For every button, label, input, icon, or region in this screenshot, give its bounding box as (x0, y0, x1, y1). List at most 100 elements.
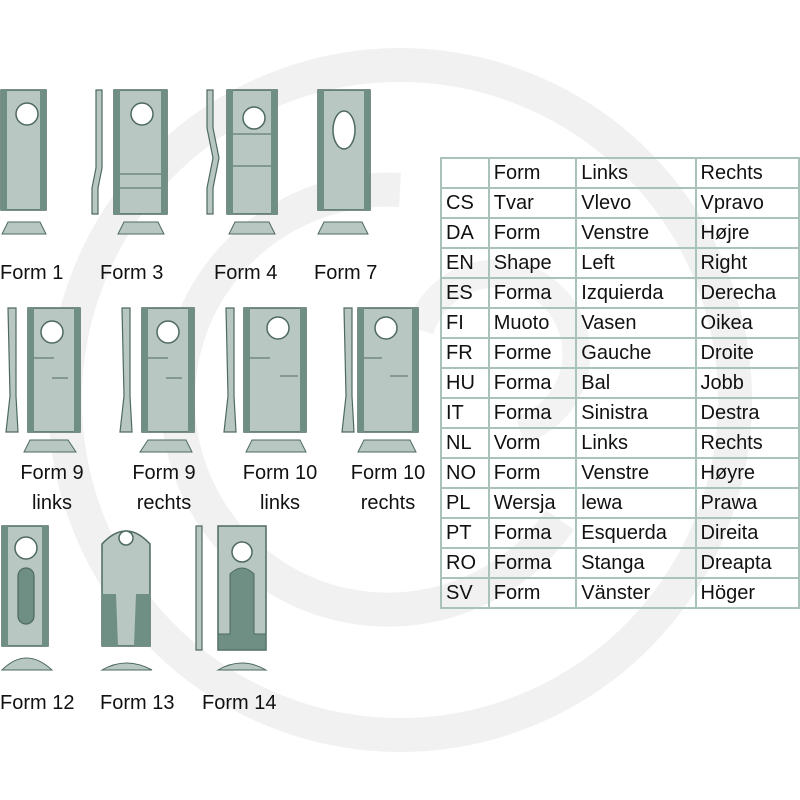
table-cell: Left (575, 247, 697, 279)
table-cell: PL (440, 487, 490, 519)
table-cell: Stanga (575, 547, 697, 579)
table-cell: Oikea (694, 307, 800, 339)
table-cell: Droite (694, 337, 800, 369)
table-cell: Forma (487, 367, 578, 399)
table-cell: DA (440, 217, 490, 249)
header-cell-form: Form (487, 157, 578, 189)
table-cell: Links (575, 427, 697, 459)
table-cell: Höger (694, 577, 800, 609)
table-cell: lewa (575, 487, 697, 519)
header-cell-links: Links (575, 157, 697, 189)
blade-form-4 (206, 89, 278, 235)
table-cell: Muoto (487, 307, 578, 339)
table-cell: Højre (694, 217, 800, 249)
caption-form-3: Form 3 (100, 262, 164, 284)
table-cell: Direita (694, 517, 800, 549)
table-cell: Derecha (694, 277, 800, 309)
table-cell: Shape (487, 247, 578, 279)
table-cell: NL (440, 427, 490, 459)
blade-form-7 (317, 89, 371, 235)
table-cell: Forma (487, 547, 578, 579)
table-cell: Høyre (694, 457, 800, 489)
blade-form-1 (0, 89, 47, 235)
header-cell-empty (440, 157, 490, 189)
table-cell: Jobb (694, 367, 800, 399)
blade-form-14 (195, 525, 268, 671)
header-cell-rechts: Rechts (694, 157, 800, 189)
table-cell: Vasen (575, 307, 697, 339)
table-cell: Prawa (694, 487, 800, 519)
table-cell: Forma (487, 397, 578, 429)
table-cell: ES (440, 277, 490, 309)
table-cell: Izquierda (575, 277, 697, 309)
caption-form-13: Form 13 (100, 692, 175, 714)
table-cell: FI (440, 307, 490, 339)
table-cell: Forma (487, 517, 578, 549)
blade-form-12 (0, 525, 54, 671)
blade-form-13 (100, 530, 153, 671)
blade-form-9-links (5, 307, 81, 453)
caption-form-1: Form 1 (0, 262, 64, 284)
table-cell: Forme (487, 337, 578, 369)
table-cell: Dreapta (694, 547, 800, 579)
table-cell: Rechts (694, 427, 800, 459)
table-cell: Form (487, 577, 578, 609)
table-cell: Venstre (575, 457, 697, 489)
table-cell: Vpravo (694, 187, 800, 219)
table-cell: IT (440, 397, 490, 429)
table-cell: Esquerda (575, 517, 697, 549)
blade-form-3 (91, 89, 168, 235)
table-cell: Sinistra (575, 397, 697, 429)
table-cell: Gauche (575, 337, 697, 369)
caption-form-12: Form 12 (0, 692, 75, 714)
table-cell: NO (440, 457, 490, 489)
table-cell: FR (440, 337, 490, 369)
table-cell: Destra (694, 397, 800, 429)
table-cell: Right (694, 247, 800, 279)
blade-form-9-rechts (119, 307, 195, 453)
table-cell: CS (440, 187, 490, 219)
table-cell: HU (440, 367, 490, 399)
table-cell: PT (440, 517, 490, 549)
table-cell: Form (487, 217, 578, 249)
table-cell: EN (440, 247, 490, 279)
table-cell: Bal (575, 367, 697, 399)
caption-form-7: Form 7 (314, 262, 378, 284)
table-cell: Vänster (575, 577, 697, 609)
caption-form-14: Form 14 (202, 692, 277, 714)
table-cell: Vorm (487, 427, 578, 459)
table-cell: Vlevo (575, 187, 697, 219)
blade-form-10-rechts (341, 307, 419, 453)
table-header-row: Form Links Rechts (440, 157, 800, 189)
blade-form-10-links (223, 307, 307, 453)
table-cell: Form (487, 457, 578, 489)
caption-form-4: Form 4 (214, 262, 278, 284)
table-cell: Venstre (575, 217, 697, 249)
table-cell: Forma (487, 277, 578, 309)
table-cell: RO (440, 547, 490, 579)
table-cell: SV (440, 577, 490, 609)
table-cell: Tvar (487, 187, 578, 219)
table-cell: Wersja (487, 487, 578, 519)
